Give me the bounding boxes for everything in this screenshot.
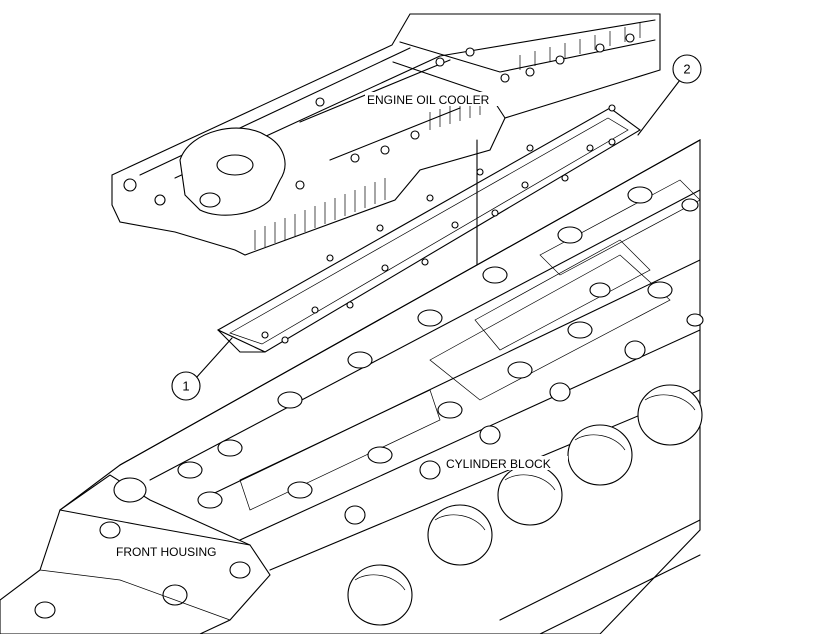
label-cylinder-block: CYLINDER BLOCK — [446, 457, 551, 471]
callout-2: 2 — [672, 54, 702, 84]
leader-line-1 — [195, 337, 233, 379]
label-front-housing: FRONT HOUSING — [116, 545, 216, 559]
label-engine-oil-cooler: ENGINE OIL COOLER — [367, 93, 490, 107]
engine-oil-cooler — [111, 13, 661, 256]
oil-cooler-gasket — [216, 104, 641, 353]
leader-line-2 — [637, 79, 681, 136]
callout-1-number: 1 — [182, 379, 189, 394]
cylinder-block — [59, 139, 704, 634]
callout-2-number: 2 — [683, 62, 690, 77]
callout-1: 1 — [171, 371, 201, 401]
